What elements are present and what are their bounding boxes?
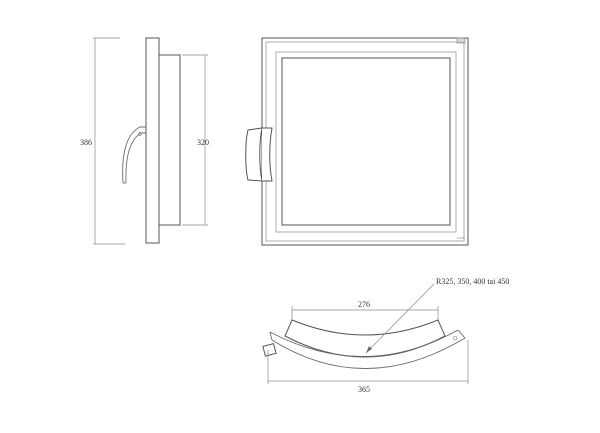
dimension-320: 320: [182, 54, 209, 226]
front-recess: [275, 51, 457, 233]
side-view: 386 320: [80, 37, 209, 245]
hinge-top: [456, 37, 466, 44]
label-276: 276: [358, 300, 370, 309]
handle-front-view: [245, 127, 273, 182]
curved-door-profile: [262, 319, 466, 369]
label-386: 386: [80, 138, 92, 147]
label-radius: R325, 350, 400 tai 450: [436, 277, 509, 286]
dimension-386: 386: [80, 37, 125, 245]
radius-leader: R325, 350, 400 tai 450: [365, 277, 509, 354]
door-frame-side: [158, 54, 181, 226]
handle-side-view: [122, 126, 146, 184]
glass-pane: [281, 57, 451, 226]
door-slab: [145, 37, 160, 244]
label-320: 320: [197, 138, 209, 147]
handle-curve-view: [262, 343, 277, 357]
dimension-365: 365: [267, 340, 469, 394]
label-365: 365: [358, 385, 370, 394]
curve-view: 276 R325, 350, 400 tai 450 365: [262, 277, 509, 394]
front-view: [245, 37, 469, 246]
dimension-276: 276: [291, 300, 439, 330]
